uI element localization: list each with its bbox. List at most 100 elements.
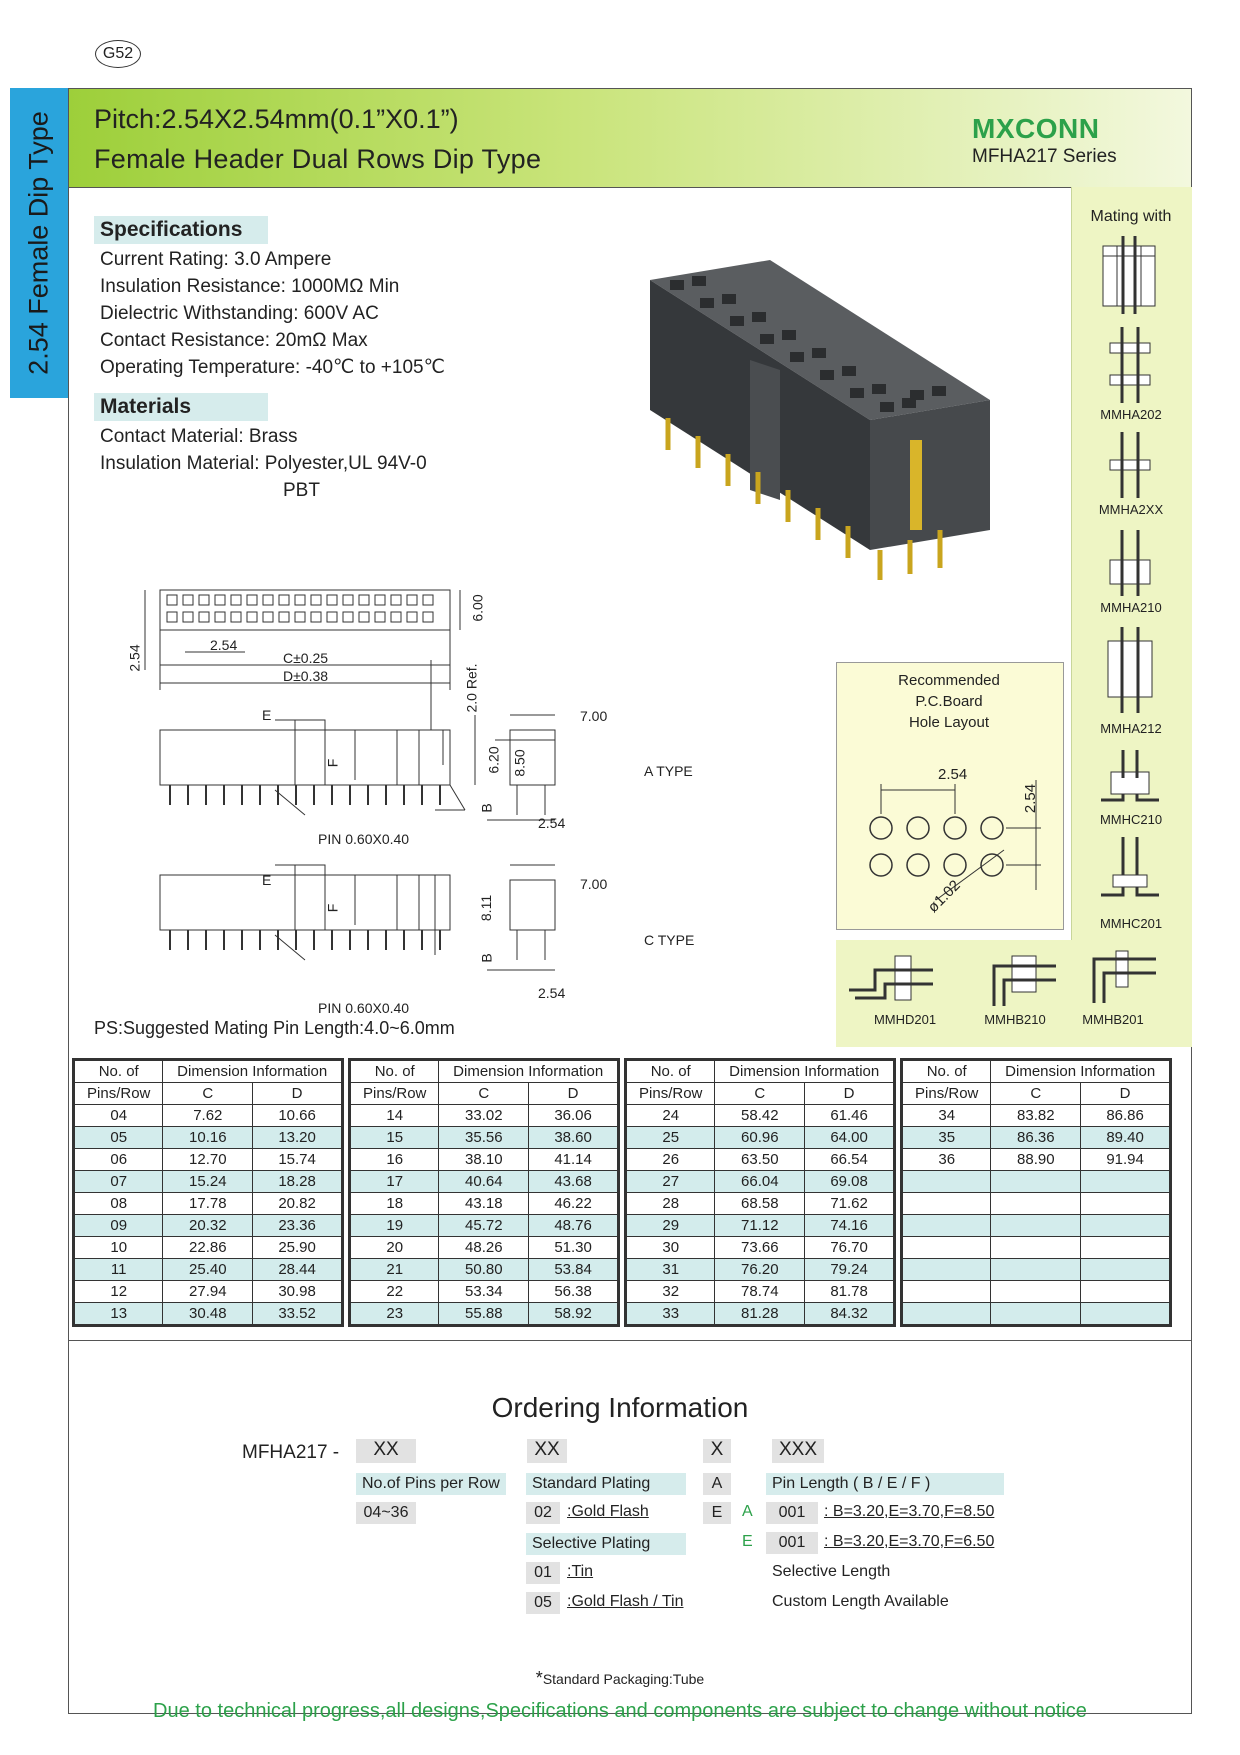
header-dimension-info: Dimension Information xyxy=(438,1059,619,1083)
cell-d: 20.82 xyxy=(252,1192,343,1215)
cell-d: 28.44 xyxy=(252,1258,343,1281)
cell-c: 43.18 xyxy=(438,1192,530,1215)
technical-drawing xyxy=(144,589,556,971)
cell-pins: 27 xyxy=(624,1170,716,1193)
cell-d xyxy=(1080,1236,1171,1259)
cell-d: 76.70 xyxy=(804,1236,895,1259)
mmha202-icon xyxy=(1109,327,1151,403)
dim-d: D±0.38 xyxy=(283,668,329,684)
cell-c: 71.12 xyxy=(714,1214,806,1237)
dim-b-c: B xyxy=(478,953,495,963)
cell-d xyxy=(1080,1170,1171,1193)
cell-pins: 25 xyxy=(624,1126,716,1149)
table-row xyxy=(900,1170,1171,1193)
sel-plating-desc-1: :Tin xyxy=(567,1563,594,1580)
pcb-hole-drawing xyxy=(869,780,1041,901)
table-row xyxy=(900,1302,1171,1326)
spec-item: Operating Temperature: -40℃ to +105℃ xyxy=(100,357,445,378)
header-pins-line1: No. of xyxy=(72,1059,164,1083)
type-c-label: C TYPE xyxy=(644,932,695,948)
cell-pins: 07 xyxy=(72,1170,164,1193)
material-item: Insulation Material: Polyester,UL 94V-0 xyxy=(100,453,427,474)
table-row xyxy=(900,1280,1171,1303)
pin-c-label: PIN 0.60X0.40 xyxy=(318,1000,410,1016)
header-pins-line2: Pins/Row xyxy=(72,1082,164,1105)
cell-d: 61.46 xyxy=(804,1104,895,1127)
cell-pins: 10 xyxy=(72,1236,164,1259)
spec-item: Current Rating: 3.0 Ampere xyxy=(100,249,332,270)
header-dimension-info: Dimension Information xyxy=(714,1059,895,1083)
custom-length-label: Custom Length Available xyxy=(772,1593,949,1610)
pcb-title-line: Hole Layout xyxy=(908,714,990,731)
ordering-title: Ordering Information xyxy=(491,1392,749,1423)
cell-d: 18.28 xyxy=(252,1170,343,1193)
dim-620: 6.20 xyxy=(485,746,502,774)
cell-d: 33.52 xyxy=(252,1302,343,1326)
series-label: MFHA217 Series xyxy=(972,146,1117,167)
table-row xyxy=(900,1192,1171,1215)
cell-d xyxy=(1080,1192,1171,1215)
cell-c: 73.66 xyxy=(714,1236,806,1259)
header-col-c: C xyxy=(162,1082,254,1105)
cell-c: 22.86 xyxy=(162,1236,254,1259)
header-col-c: C xyxy=(438,1082,530,1105)
header-col-d: D xyxy=(1080,1082,1171,1105)
pcb-pitch-v: 2.54 xyxy=(1022,783,1040,814)
cell-d: 13.20 xyxy=(252,1126,343,1149)
cell-d: 89.40 xyxy=(1080,1126,1171,1149)
header-col-d: D xyxy=(252,1082,343,1105)
table-row xyxy=(900,1236,1171,1259)
dim-f-a: F xyxy=(324,758,341,768)
cell-d: 51.30 xyxy=(528,1236,619,1259)
sel-plating-code-2: 05 xyxy=(526,1592,560,1614)
header-col-c: C xyxy=(714,1082,806,1105)
header-pins-line1: No. of xyxy=(348,1059,440,1083)
cell-c: 50.80 xyxy=(438,1258,530,1281)
cell-d: 71.62 xyxy=(804,1192,895,1215)
cell-d: 25.90 xyxy=(252,1236,343,1259)
code-type: X xyxy=(703,1439,731,1463)
cell-pins: 11 xyxy=(72,1258,164,1281)
cell-c: 35.56 xyxy=(438,1126,530,1149)
header-pins-line2: Pins/Row xyxy=(624,1082,716,1105)
cell-c: 78.74 xyxy=(714,1280,806,1303)
cell-pins: 24 xyxy=(624,1104,716,1127)
title-pitch: Pitch:2.54X2.54mm(0.1”X0.1”) xyxy=(94,104,459,134)
cell-pins xyxy=(900,1170,992,1193)
footer-disclaimer: Due to technical progress,all designs,Sp… xyxy=(153,1700,1087,1722)
pcb-pitch-h: 2.54 xyxy=(938,766,968,783)
cell-c: 15.24 xyxy=(162,1170,254,1193)
header-pins-line2: Pins/Row xyxy=(348,1082,440,1105)
header-col-d: D xyxy=(528,1082,619,1105)
cell-c: 27.94 xyxy=(162,1280,254,1303)
cell-c: 17.78 xyxy=(162,1192,254,1215)
pcb-layout-title: Recommended P.C.Board Hole Layout xyxy=(836,670,1062,733)
type-a-label: A TYPE xyxy=(644,763,693,779)
cell-c: 55.88 xyxy=(438,1302,530,1326)
mmhb201-icon xyxy=(1092,950,1156,1003)
cell-c: 53.34 xyxy=(438,1280,530,1303)
cell-d: 36.06 xyxy=(528,1104,619,1127)
mating-header-icon xyxy=(1102,236,1156,314)
pcb-layout-panel xyxy=(836,662,1064,930)
pin-length-label: Pin Length ( B / E / F ) xyxy=(766,1473,1004,1495)
sel-plating-code-1: 01 xyxy=(526,1562,560,1584)
cell-d: 66.54 xyxy=(804,1148,895,1171)
cell-c: 12.70 xyxy=(162,1148,254,1171)
cell-c: 66.04 xyxy=(714,1170,806,1193)
cell-pins: 30 xyxy=(624,1236,716,1259)
code-pins: XX xyxy=(356,1439,416,1463)
cell-c xyxy=(990,1302,1082,1326)
cell-pins: 35 xyxy=(900,1126,992,1149)
dim-20ref: 2.0 Ref. xyxy=(463,663,480,713)
